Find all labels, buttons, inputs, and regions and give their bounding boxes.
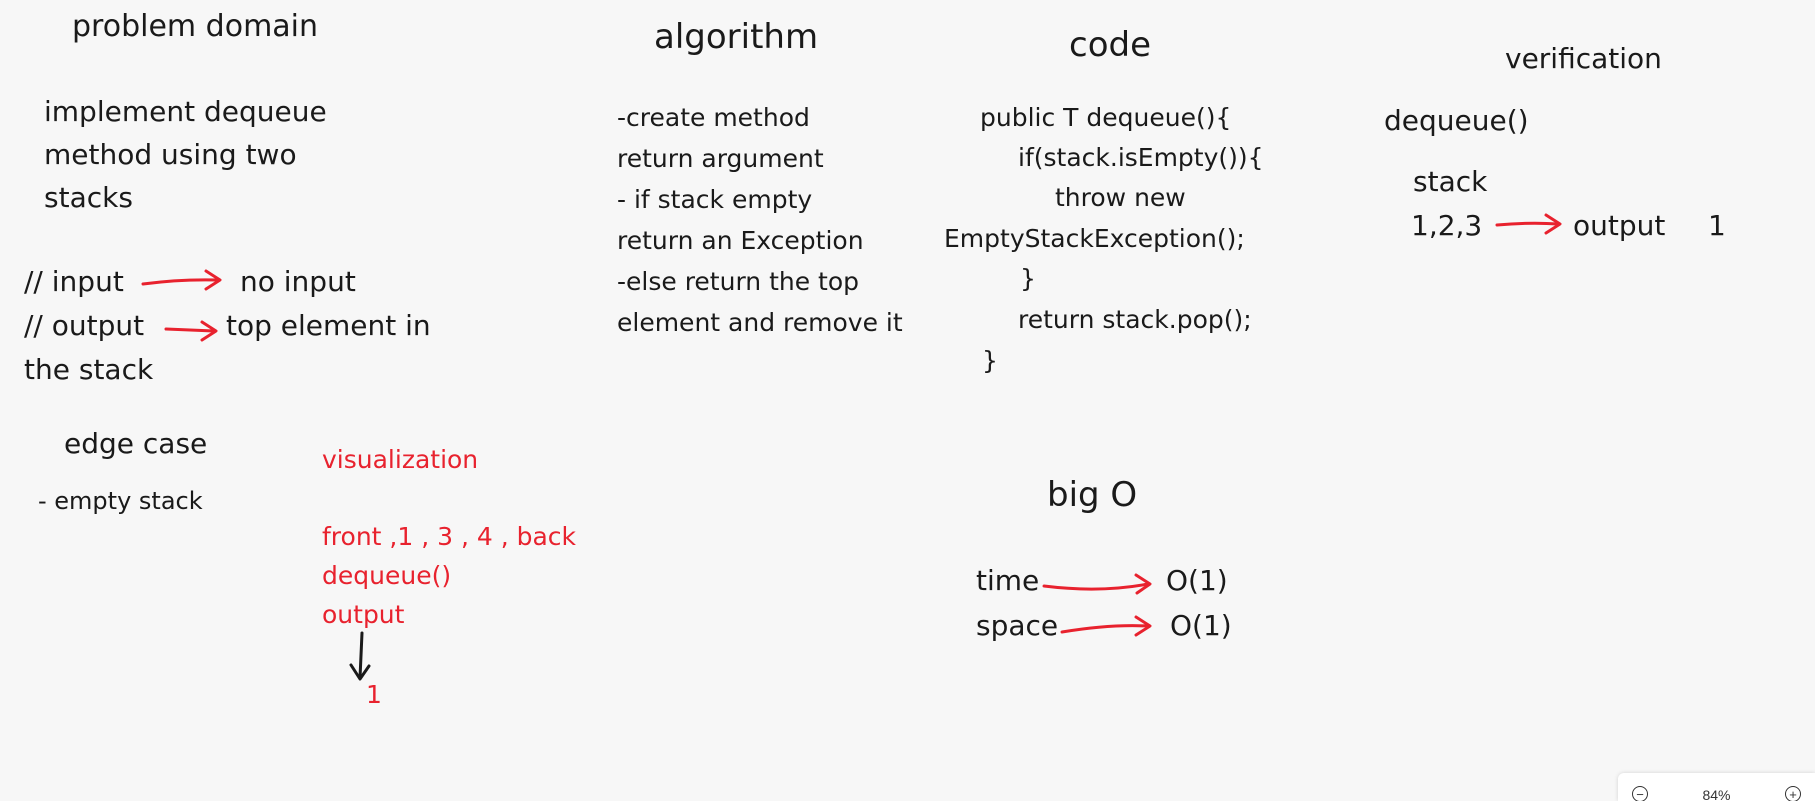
code-line-5: } [1020, 264, 1036, 293]
verification-output-value: 1 [1708, 209, 1726, 242]
time-label: time [976, 564, 1040, 597]
edge-case-item: - empty stack [38, 487, 203, 515]
output-value-line-2: the stack [24, 353, 154, 386]
visualization-line-2: dequeue() [322, 561, 452, 590]
zoom-out-icon[interactable]: − [1632, 786, 1648, 801]
space-label: space [976, 609, 1059, 642]
visualization-heading: visualization [322, 445, 479, 474]
visualization-down-arrow-icon [349, 631, 371, 681]
time-arrow-icon [1042, 573, 1152, 595]
algorithm-line-4: return an Exception [617, 226, 864, 255]
space-arrow-icon [1060, 615, 1152, 637]
code-line-6: return stack.pop(); [1018, 305, 1252, 334]
output-value: top element in [226, 309, 431, 342]
algorithm-line-1: -create method [617, 103, 810, 132]
big-o-heading: big O [1047, 475, 1138, 515]
problem-line-2: method using two [44, 138, 297, 171]
space-value: O(1) [1170, 609, 1232, 642]
visualization-line-1: front ,1 , 3 , 4 , back [322, 522, 577, 551]
algorithm-line-5: -else return the top [617, 267, 860, 296]
visualization-line-3: output [322, 600, 405, 629]
algorithm-heading: algorithm [654, 17, 819, 57]
output-label: // output [24, 309, 145, 342]
output-arrow-icon [164, 320, 218, 342]
zoom-control: − 84% + [1618, 773, 1815, 801]
problem-domain-heading: problem domain [72, 9, 319, 44]
verification-heading: verification [1505, 42, 1662, 75]
input-label: // input [24, 265, 124, 298]
verification-call: dequeue() [1384, 104, 1529, 137]
algorithm-line-6: element and remove it [617, 308, 903, 337]
visualization-result: 1 [366, 680, 382, 709]
algorithm-line-2: return argument [617, 144, 824, 173]
input-value: no input [240, 265, 356, 298]
verification-output-label: output [1573, 209, 1666, 242]
edge-case-heading: edge case [64, 427, 208, 460]
verification-stack-label: stack [1413, 165, 1488, 198]
code-line-2: if(stack.isEmpty()){ [1018, 143, 1264, 172]
zoom-level: 84% [1702, 787, 1731, 801]
time-value: O(1) [1166, 564, 1228, 597]
verification-stack-values: 1,2,3 [1411, 209, 1483, 242]
code-line-3: throw new [1055, 183, 1186, 212]
verification-arrow-icon [1495, 213, 1562, 235]
code-line-4: EmptyStackException(); [944, 224, 1245, 253]
code-line-7: } [982, 346, 998, 375]
code-line-1: public T dequeue(){ [980, 103, 1232, 132]
problem-line-3: stacks [44, 181, 133, 214]
problem-line-1: implement dequeue [44, 95, 327, 128]
code-heading: code [1069, 25, 1151, 65]
input-arrow-icon [141, 269, 222, 291]
zoom-in-icon[interactable]: + [1785, 786, 1801, 801]
algorithm-line-3: - if stack empty [617, 185, 813, 214]
